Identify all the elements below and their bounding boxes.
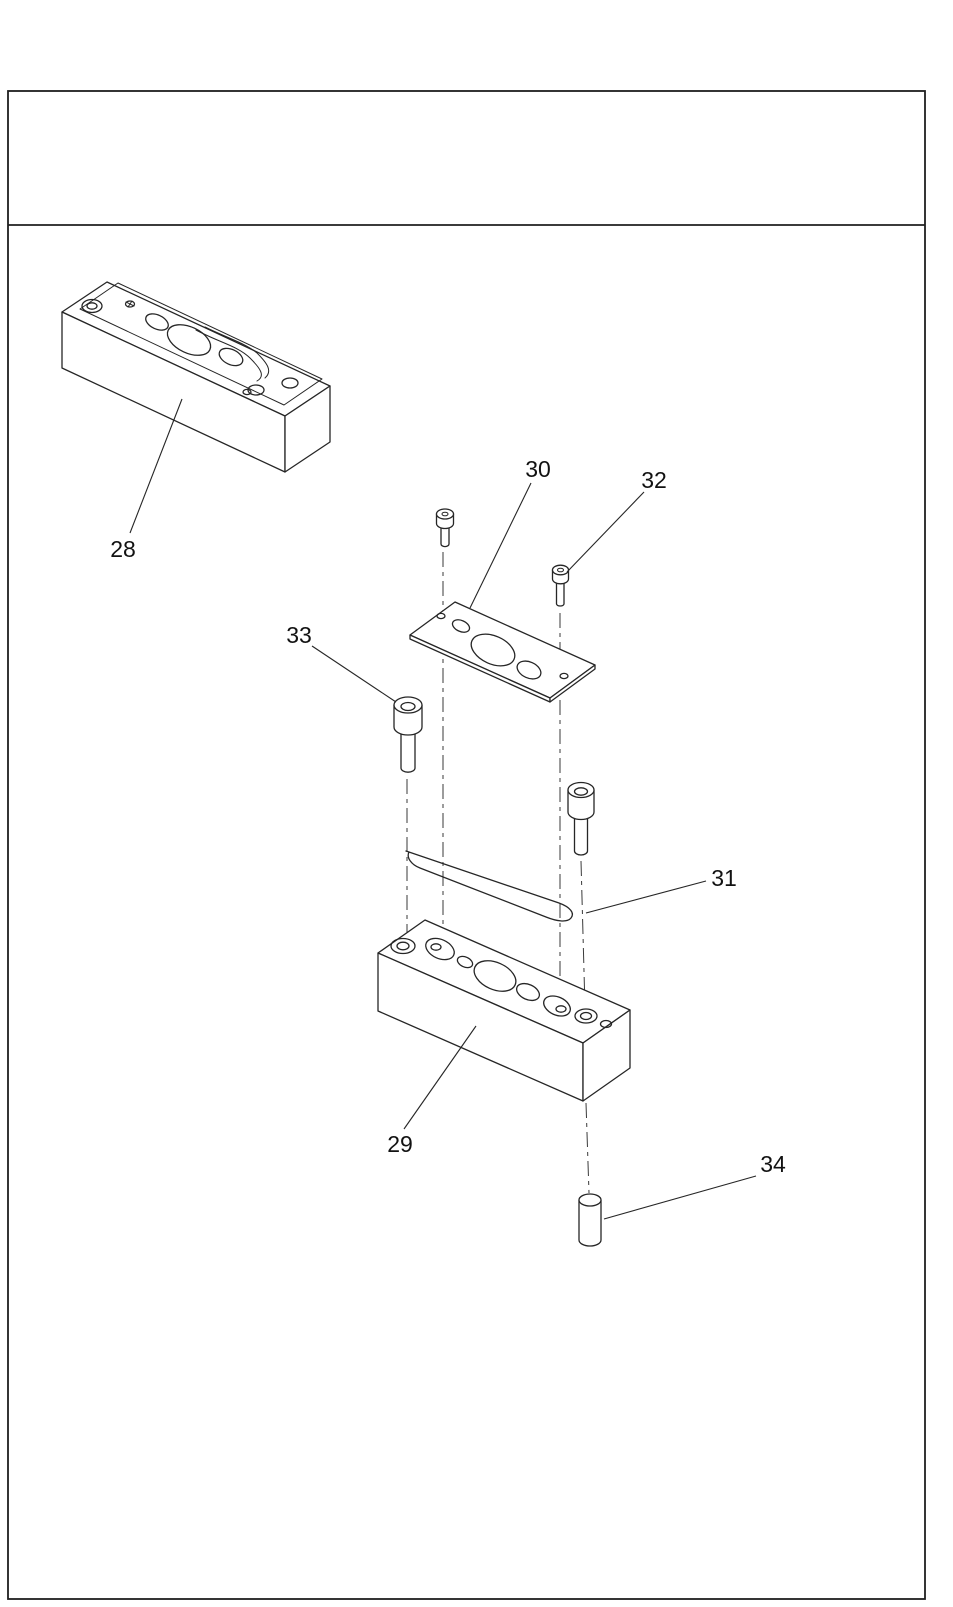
retainer-wire [195,329,262,382]
block-end-face [284,385,331,473]
large-port-hole [166,324,212,356]
page-border [7,90,926,1600]
screw-head-side [567,789,595,821]
large-port-hole [473,960,517,992]
hole [396,941,410,951]
page-frame [7,90,926,1600]
part-34-pin [578,1193,602,1247]
cap-screw-right [567,781,595,856]
callout-label-31: 31 [711,865,737,891]
hex-socket [400,701,416,712]
callout-labels: 28 30 32 33 31 29 34 [110,456,786,1177]
slot-pocket [543,995,571,1017]
screw-drive [557,567,564,573]
large-port-hole [470,633,516,667]
callout-label-28: 28 [110,536,136,562]
port-hole [516,660,542,680]
slot-pocket [425,937,455,961]
callout-label-29: 29 [387,1131,413,1157]
hole [555,1005,567,1013]
end-hole [281,377,299,389]
callout-label-32: 32 [641,467,667,493]
hole [579,1011,593,1021]
leader-31 [585,880,707,914]
screw-head [124,300,136,308]
screw-hole [436,612,446,620]
screw-head-top [435,508,455,520]
screw-shank [555,579,565,607]
port-hole [218,347,244,367]
part-33-cap-screw [393,696,423,773]
hole [86,302,98,310]
wire-outline [405,850,574,922]
part-28-assembled-block [61,281,331,473]
cover-screw-left [435,508,455,548]
retainer-wire [204,326,270,379]
counterbore-hole [574,1008,598,1024]
leader-lines [129,398,757,1220]
port-hole [456,955,474,969]
hole [430,943,442,951]
part-30-cover-plate [409,601,596,703]
hole [599,1019,613,1029]
callout-label-34: 34 [760,1151,786,1177]
port-hole [145,313,169,331]
center-line [585,1102,590,1194]
leader-33 [311,645,397,703]
leader-29 [403,1025,477,1130]
leader-30 [469,482,532,609]
port-hole [515,982,541,1002]
pin-body [578,1199,602,1247]
port-hole [451,619,471,633]
screw-drive [441,511,449,517]
plate-end-edge [549,664,596,703]
callout-label-30: 30 [525,456,551,482]
leader-34 [603,1175,757,1220]
pin-top [578,1193,602,1207]
counterbore-hole [390,937,416,955]
screw-shank [440,524,450,548]
screw-slot [125,300,135,308]
part-31-retainer-wire [405,850,574,922]
cover-plate-outline [79,282,323,406]
callout-label-33: 33 [286,622,312,648]
part-32-cover-screw [551,564,570,607]
hex-socket [573,787,589,796]
part-29-block [377,919,631,1102]
counterbore-hole [81,298,103,314]
block-end-face [582,1009,631,1102]
screw-hole [559,672,569,680]
screw-head-top [551,564,570,576]
leader-32 [566,491,645,573]
screw-shank [573,814,589,856]
leader-28 [129,398,183,534]
screw-head-top [567,781,595,799]
center-line [580,860,586,1009]
screw-shank [400,729,416,773]
screw-head-top [393,696,423,714]
screw-head [242,388,252,396]
